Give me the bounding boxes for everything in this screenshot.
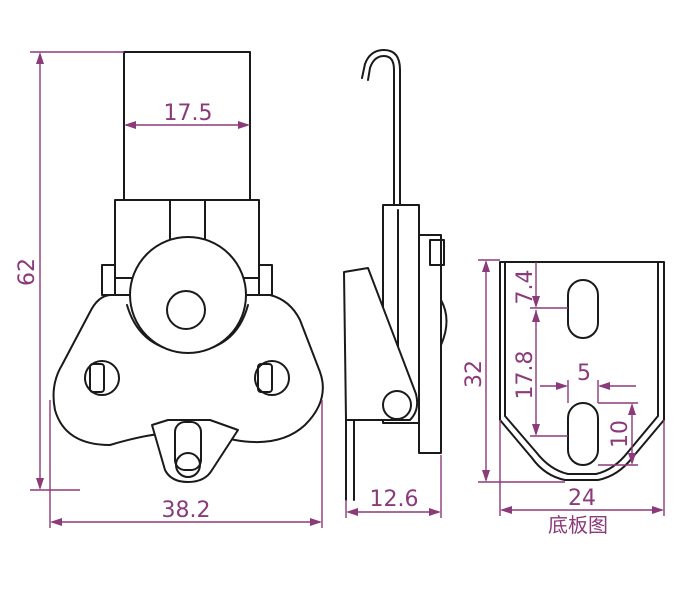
lower-slot [567, 402, 599, 466]
base-width-label: 38.2 [162, 498, 211, 523]
plate-width-label: 24 [568, 486, 596, 511]
dim-plate-height: 32 [462, 259, 565, 483]
dim-side-depth: 12.6 [345, 455, 442, 518]
dim-slot-spacing: 17.8 [513, 310, 568, 437]
base-plate-caption: 底板图 [548, 513, 608, 537]
hook-wire [367, 55, 395, 206]
slot-spacing-label: 17.8 [513, 351, 538, 400]
bottom-hook [151, 419, 239, 483]
slot-width-label: 5 [577, 361, 591, 386]
right-mount-hole [254, 360, 290, 396]
dim-top-width: 17.5 [124, 101, 250, 129]
slot-offset-label: 7.4 [513, 270, 538, 305]
pivot-hole [166, 290, 206, 330]
angled-lever [343, 267, 419, 421]
dim-total-height: 62 [15, 51, 124, 491]
dim-slot-length: 10 [598, 402, 638, 466]
dim-slot-width: 5 [540, 361, 636, 403]
front-view [52, 51, 324, 483]
left-mount-hole [84, 360, 120, 396]
side-pivot [382, 390, 412, 420]
plate-height-label: 32 [462, 360, 487, 388]
top-strap [123, 51, 251, 201]
side-view [343, 49, 448, 501]
left-tab [101, 264, 116, 296]
dim-slot-offset: 7.4 [513, 262, 568, 309]
pivot-wheel [129, 236, 247, 354]
total-height-label: 62 [15, 258, 40, 286]
dim-base-width: 38.2 [49, 400, 323, 528]
dim-plate-width: 24 [499, 420, 665, 516]
right-tab [258, 264, 273, 296]
slot-length-label: 10 [608, 420, 633, 448]
back-plate [418, 234, 442, 454]
upper-slot [567, 279, 599, 339]
top-width-label: 17.5 [164, 101, 213, 126]
side-depth-label: 12.6 [370, 487, 419, 512]
